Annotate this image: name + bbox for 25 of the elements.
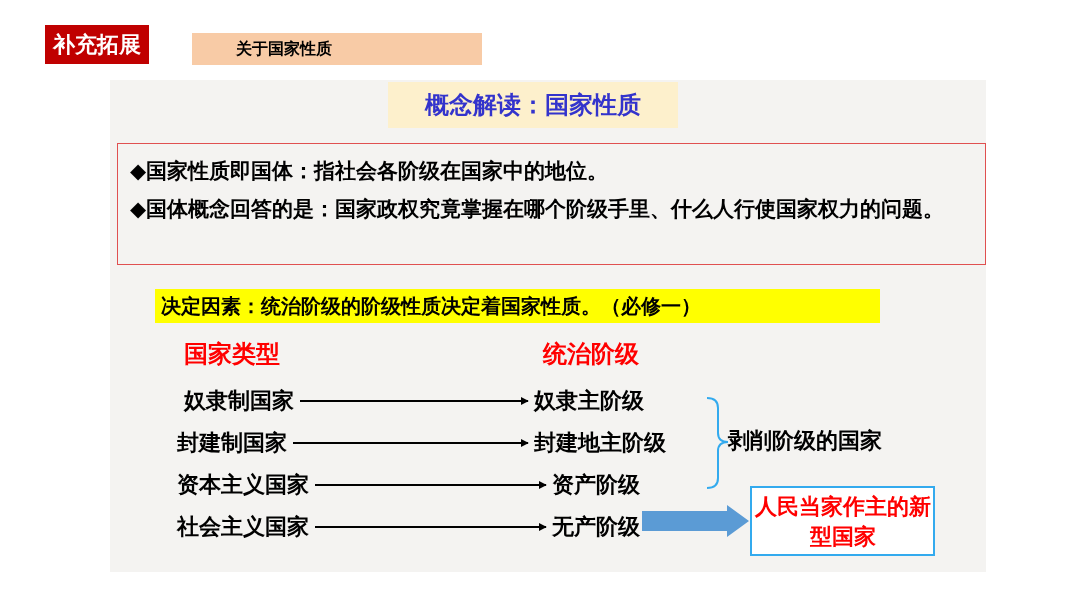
country-type-text: 奴隶制国家	[184, 386, 294, 416]
column-heading: 国家类型	[184, 339, 280, 370]
ruling-class-text: 奴隶主阶级	[534, 386, 644, 416]
arrow	[292, 439, 529, 447]
text-line: ◆国体概念回答的是：国家政权究竟掌握在哪个阶级手里、什么人行使国家权力的问题。	[130, 196, 946, 223]
arrow	[299, 397, 529, 405]
ruling-class-text: 资产阶级	[552, 470, 640, 500]
arrow	[314, 481, 547, 489]
arrow	[314, 523, 547, 531]
ruling-class-text: 无产阶级	[552, 512, 640, 542]
text-line: ◆国家性质即国体：指社会各阶级在国家中的地位。	[130, 158, 610, 185]
ruling-class-text: 封建地主阶级	[534, 428, 666, 458]
country-type-text: 资本主义国家	[177, 470, 309, 500]
column-heading: 统治阶级	[543, 339, 639, 370]
section-heading: 关于国家性质	[192, 33, 482, 65]
highlight-band	[155, 289, 880, 323]
text-line: 决定因素：统治阶级的阶级性质决定着国家性质。（必修一）	[161, 293, 702, 320]
group-label: 剥削阶级的国家	[728, 427, 882, 455]
country-type-text: 社会主义国家	[177, 512, 309, 542]
block-arrow	[642, 505, 749, 537]
tag-label: 补充拓展	[45, 25, 149, 64]
definition-box	[117, 143, 986, 265]
country-type-text: 封建制国家	[177, 428, 287, 458]
result-box: 人民当家作主的新型国家	[750, 486, 935, 556]
slide-title: 概念解读：国家性质	[388, 82, 678, 128]
